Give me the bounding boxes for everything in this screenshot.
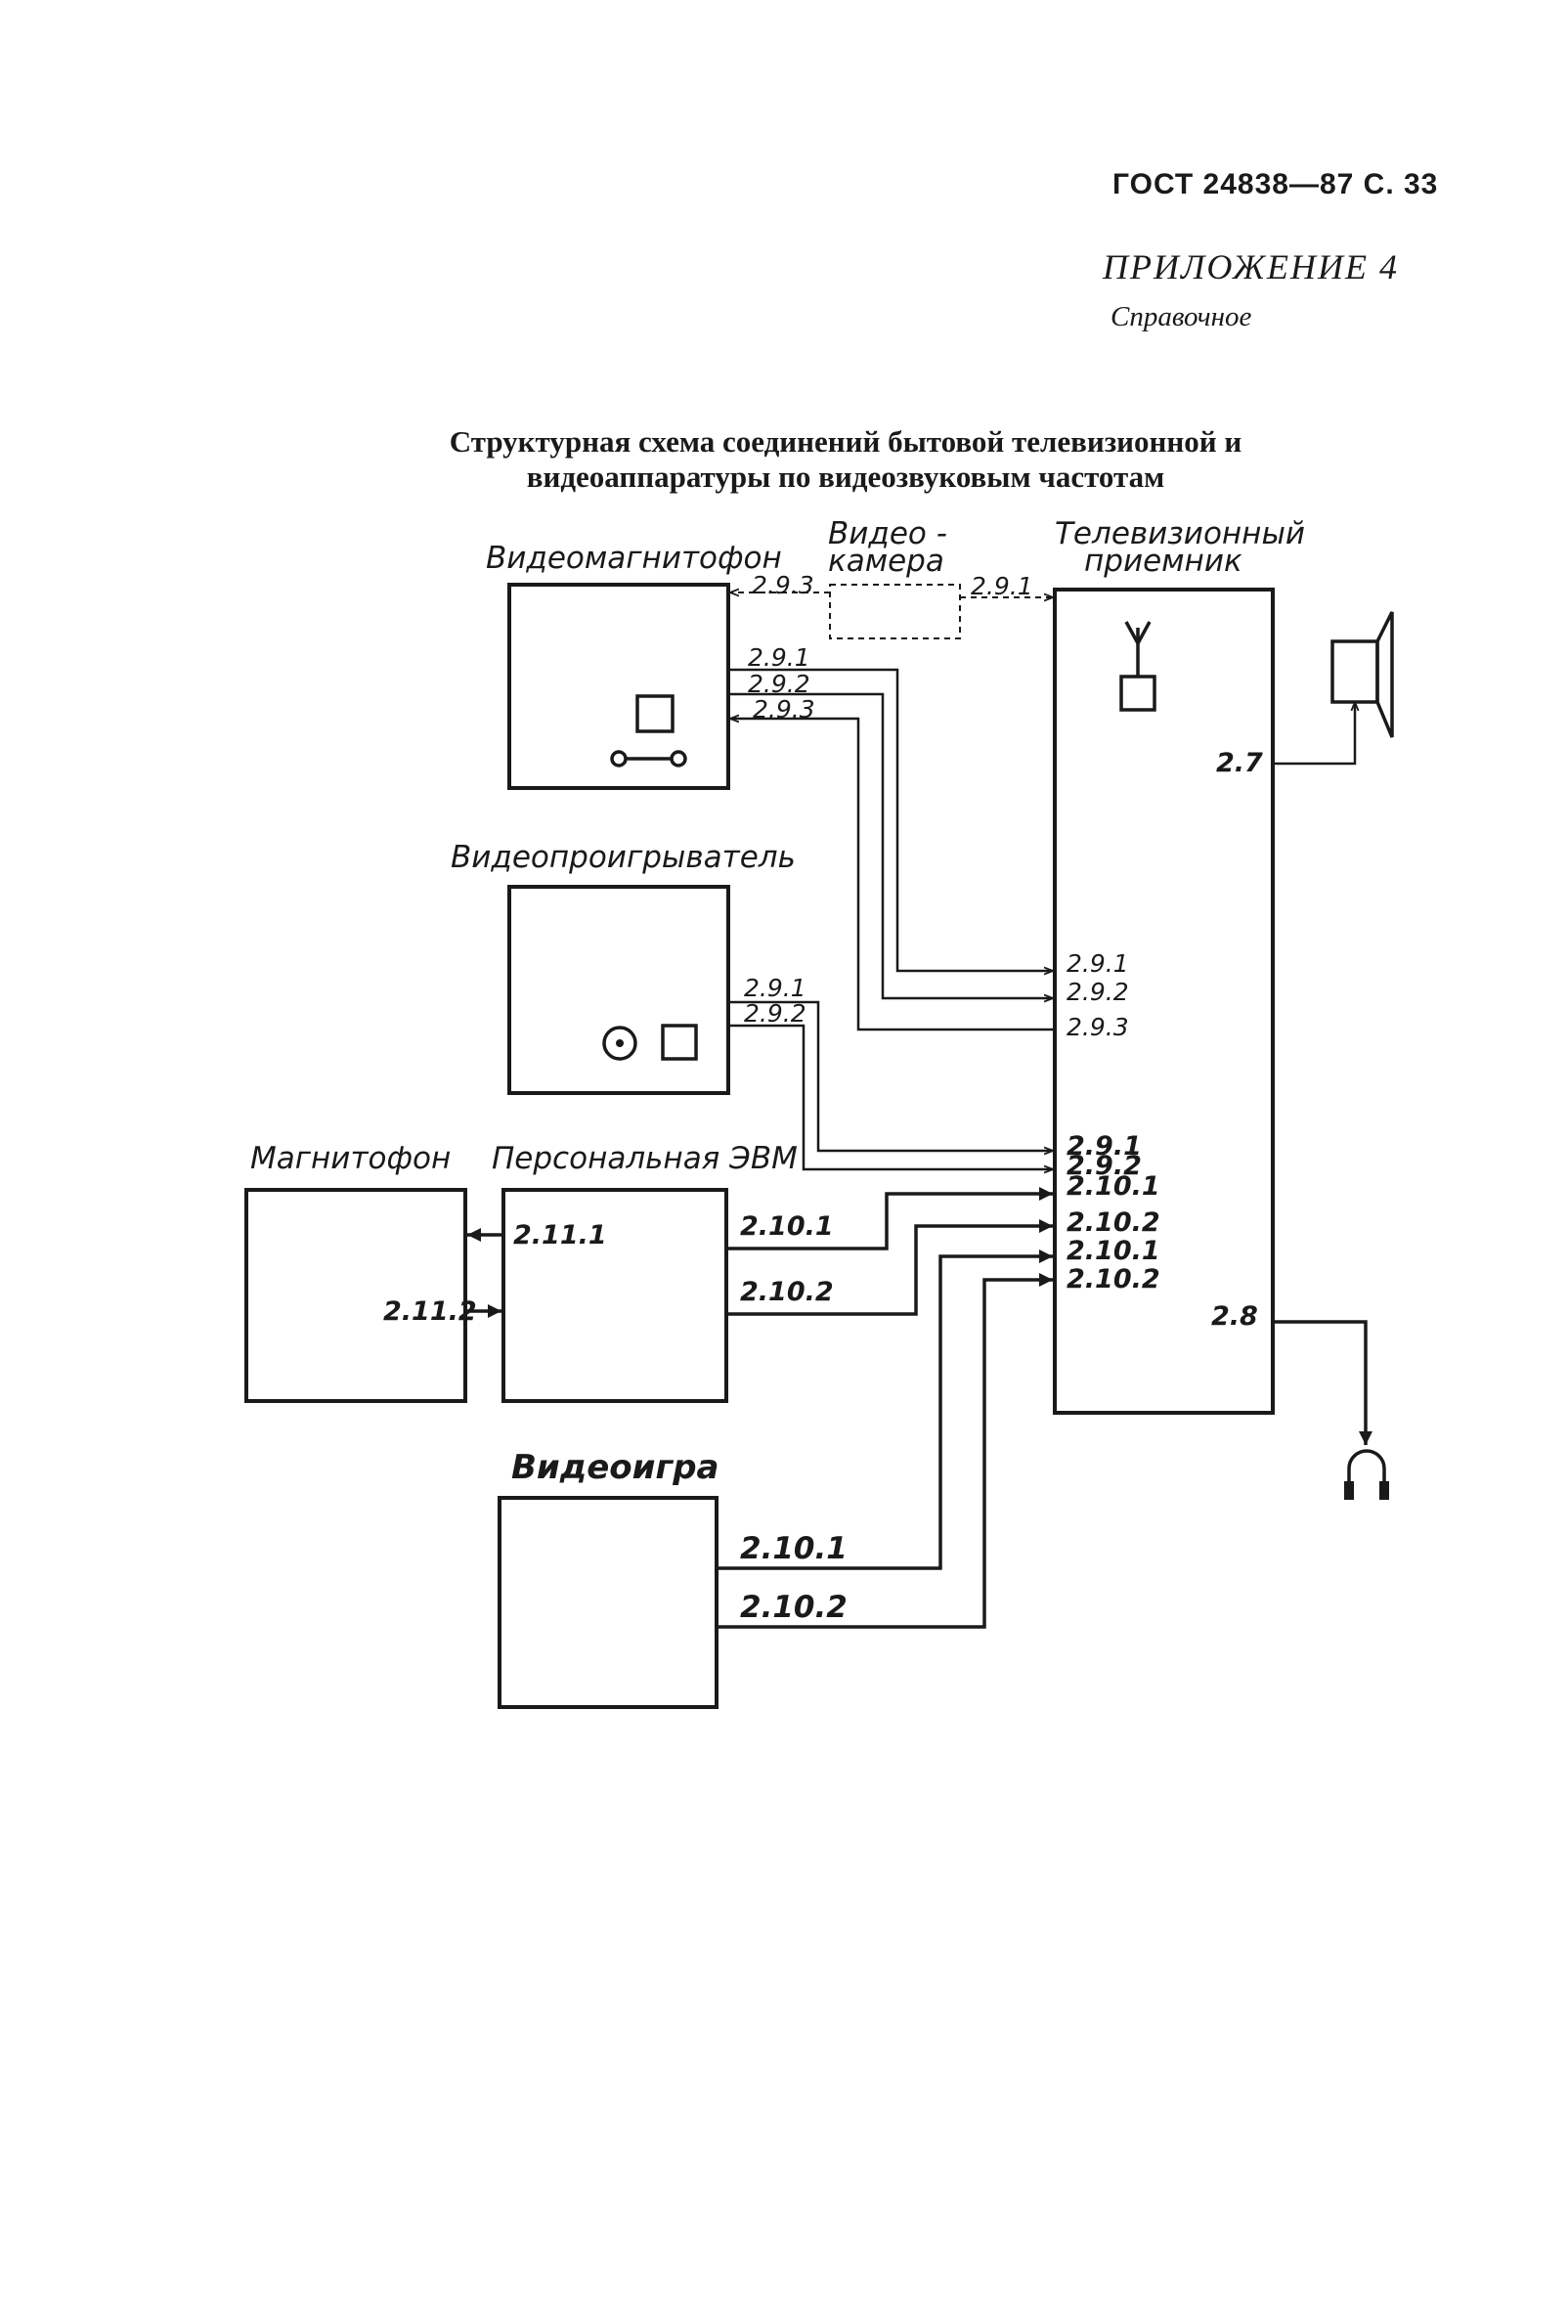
pin-label: 2.9.2 xyxy=(744,999,806,1028)
wire-pc-2.10.2 xyxy=(726,1219,1053,1316)
speaker-icon xyxy=(1330,611,1394,738)
wire-game-2.10.2 xyxy=(717,1273,1053,1629)
diagram-title-line2: видеоаппаратуры по видеозвуковым частота… xyxy=(526,460,1165,494)
wire-tv-to-vcr-2.9.3 xyxy=(730,719,1055,1031)
wire-tv-to-speaker xyxy=(1273,702,1355,766)
tv-receiver-block xyxy=(1053,588,1275,1415)
pc-label: Персональная ЭВМ xyxy=(492,1141,798,1176)
wire-game-2.10.1 xyxy=(717,1250,1053,1570)
pin-label: 2.10.2 xyxy=(740,1590,848,1625)
pin-label: 2.9.1 xyxy=(744,974,806,1002)
player-block xyxy=(507,885,730,1095)
antenna-icon xyxy=(1119,621,1156,712)
wire-vcr-2.9.2 xyxy=(728,692,1053,998)
pc-block xyxy=(501,1188,728,1403)
pin-label: 2.9.1 xyxy=(1067,949,1129,978)
pin-label: 2.8 xyxy=(1211,1301,1258,1332)
pin-label: 2.11.2 xyxy=(383,1296,477,1327)
pin-label: 2.7 xyxy=(1216,748,1263,778)
pin-label: 2.10.2 xyxy=(740,1277,834,1307)
player-label: Видеопроигрыватель xyxy=(451,840,796,875)
pin-label: 2.9.3 xyxy=(1067,1013,1129,1041)
tv-label-line1: Телевизионный xyxy=(1055,516,1305,551)
pin-label: 2.10.1 xyxy=(740,1211,834,1242)
camera-label-line2: камера xyxy=(828,544,944,579)
pin-label: 2.11.1 xyxy=(513,1220,607,1250)
cassette-icon xyxy=(610,694,687,767)
pin-label: 2.9.3 xyxy=(753,695,815,724)
camera-block xyxy=(829,584,961,639)
document-reference: ГОСТ 24838—87 С. 33 xyxy=(1112,168,1439,200)
appendix-title: ПРИЛОЖЕНИЕ 4 xyxy=(1103,247,1399,286)
disc-icon xyxy=(602,1024,698,1061)
tv-label-line2: приемник xyxy=(1084,544,1242,579)
wire-player-2.9.1 xyxy=(728,1000,1053,1151)
diagram-title: Структурная схема соединений бытовой тел… xyxy=(332,424,1359,495)
pin-label: 2.9.3 xyxy=(752,571,814,599)
pin-label: 2.10.1 xyxy=(1067,1171,1160,1202)
appendix-type: Справочное xyxy=(1111,301,1252,332)
camera-label-line1: Видео - xyxy=(828,516,947,551)
videogame-block xyxy=(498,1496,719,1709)
vcr-label: Видеомагнитофон xyxy=(486,541,782,576)
pin-label: 2.9.1 xyxy=(1067,1131,1142,1162)
pin-label: 2.9.2 xyxy=(1067,1151,1142,1181)
wire-player-2.9.2 xyxy=(728,1024,1053,1169)
headphones-icon xyxy=(1344,1449,1389,1500)
videogame-label: Видеоигра xyxy=(511,1448,719,1487)
diagram-title-line1: Структурная схема соединений бытовой тел… xyxy=(449,424,1242,459)
pin-label: 2.10.1 xyxy=(740,1531,848,1566)
pin-label: 2.10.2 xyxy=(1067,1207,1160,1238)
pin-label: 2.10.2 xyxy=(1067,1264,1160,1294)
pin-label: 2.9.1 xyxy=(748,643,810,672)
pin-label: 2.9.2 xyxy=(1067,978,1129,1006)
pin-label: 2.10.1 xyxy=(1067,1236,1160,1266)
pin-label: 2.9.1 xyxy=(971,572,1033,600)
pin-label: 2.9.2 xyxy=(748,670,810,698)
wire-pc-2.10.1 xyxy=(726,1187,1053,1250)
vcr-block xyxy=(507,583,730,790)
tape-recorder-block xyxy=(244,1188,467,1403)
wire-vcr-2.9.1 xyxy=(728,668,1053,971)
wire-tv-to-headphones xyxy=(1273,1320,1372,1445)
tape-recorder-label: Магнитофон xyxy=(250,1141,451,1176)
